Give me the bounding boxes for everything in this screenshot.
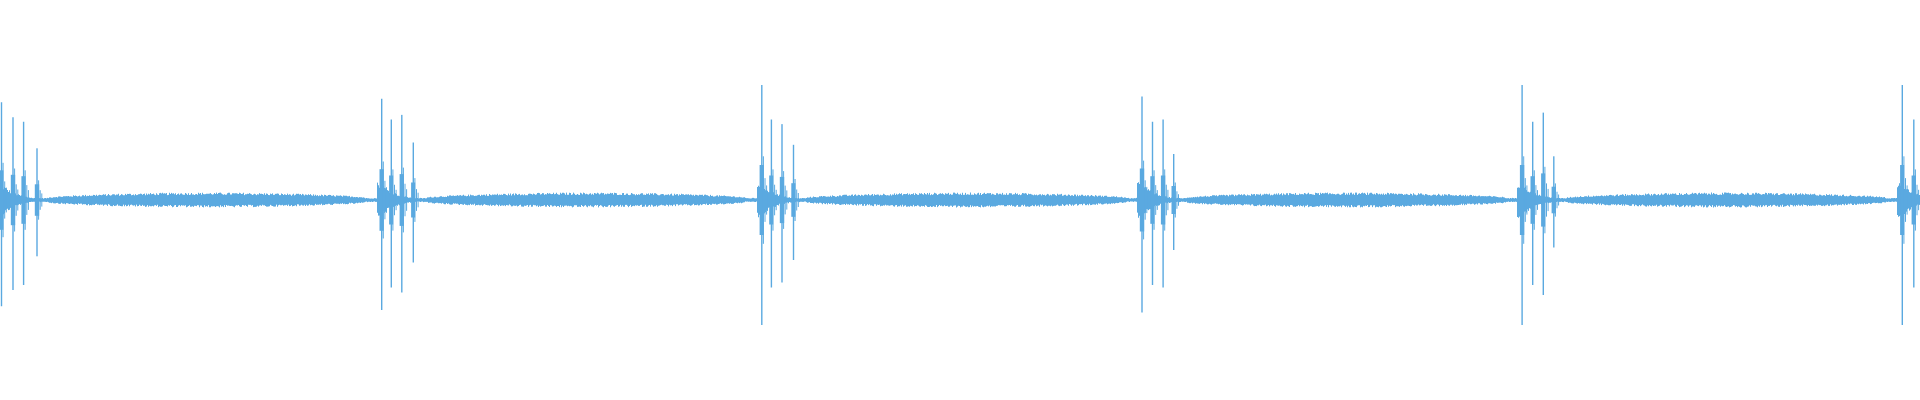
burst-0-spike-1-core xyxy=(10,174,16,226)
waveform-trace xyxy=(0,85,1920,325)
burst-5-spike-1-core xyxy=(1911,175,1916,225)
burst-2-spike-3-core xyxy=(791,183,796,217)
burst-3-spike-0-core xyxy=(1139,168,1145,232)
burst-2-spike-2-core xyxy=(779,176,785,224)
burst-4-spike-0-core xyxy=(1519,165,1525,235)
burst-2-spike-0-core xyxy=(759,165,764,235)
burst-3-spike-3-core xyxy=(1171,186,1176,214)
burst-3-spike-1-core xyxy=(1150,176,1155,224)
burst-4-spike-2-core xyxy=(1541,173,1546,227)
burst-3-spike-2-core xyxy=(1160,175,1166,225)
burst-0-spike-3-core xyxy=(34,184,40,216)
burst-5-spike-0-core xyxy=(1900,165,1905,235)
burst-0-spike-0-core xyxy=(0,170,4,230)
burst-0-spike-2-core xyxy=(21,176,26,224)
burst-1-spike-2-core xyxy=(399,174,404,226)
burst-2-spike-1-core xyxy=(769,175,774,225)
burst-4-spike-3-core xyxy=(1551,186,1556,214)
burst-1-spike-1-core xyxy=(389,175,394,225)
burst-1-spike-3-core xyxy=(411,182,416,218)
burst-4-spike-1-core xyxy=(1530,176,1535,224)
burst-1-spike-0-core xyxy=(379,169,384,231)
